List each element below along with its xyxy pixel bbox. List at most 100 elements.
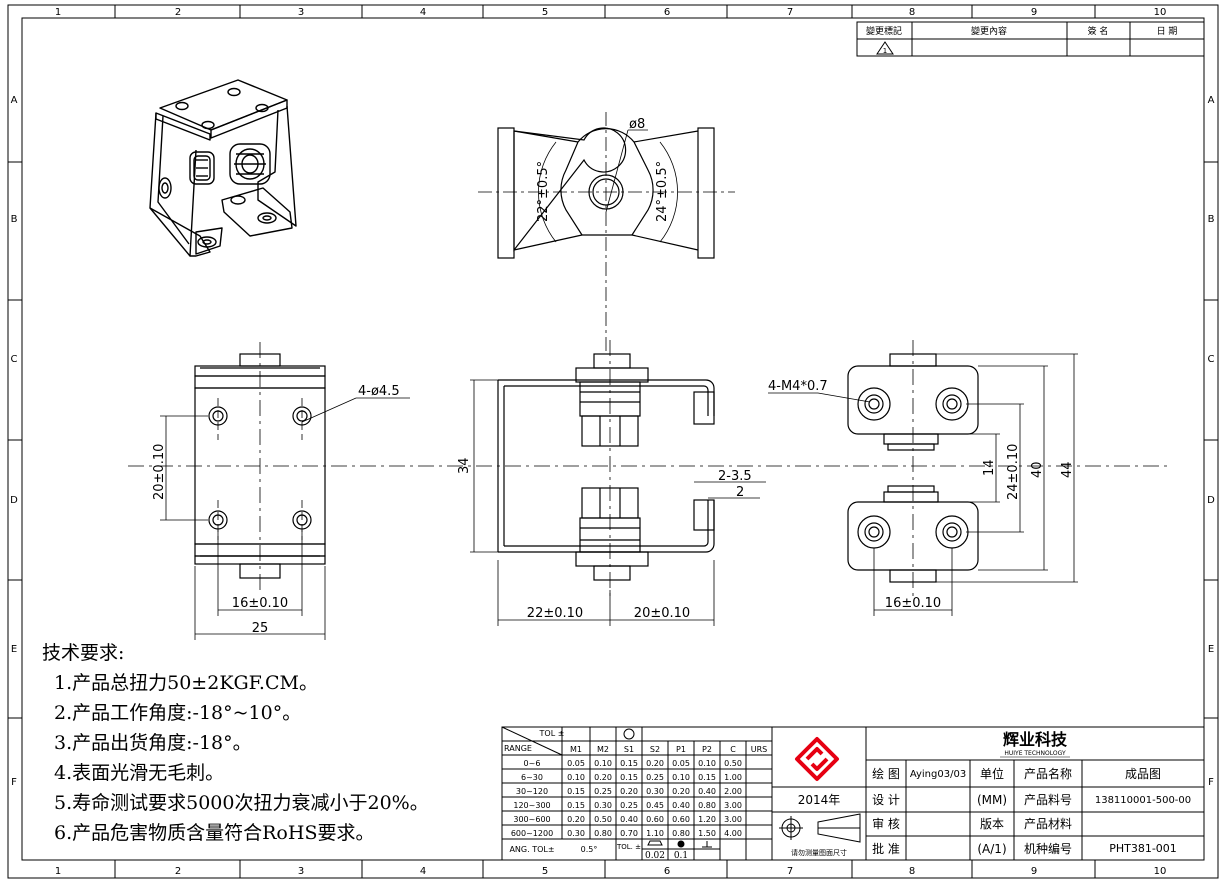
dim-right-24: 24±0.10 — [1006, 444, 1021, 500]
tol-value-cell: 0.20 — [672, 787, 690, 796]
zone-row-c-right: C — [1208, 354, 1215, 365]
title-unit-value: (MM) — [977, 793, 1007, 807]
zone-row-c: C — [11, 354, 18, 365]
tech-note-item: 6.产品危害物质含量符合RoHS要求。 — [54, 822, 375, 844]
zone-col-4-bottom: 4 — [420, 866, 426, 877]
title-model-label: 机种编号 — [1024, 841, 1072, 856]
title-block: 辉业科技 HUIYE TECHNOLOGY 2014年 绘 图 Aying03/… — [771, 726, 1205, 861]
title-drawn-label: 绘 图 — [872, 766, 900, 781]
tol-value-cell: 0.60 — [646, 815, 664, 824]
side-view: 34 2-3.5 2 22±0.10 20±0.10 — [457, 340, 766, 626]
tol-value-cell: 0.30 — [594, 801, 612, 810]
tol-ang-label: ANG. TOL± — [509, 845, 554, 854]
tol-ang-value: 0.5° — [581, 845, 598, 854]
zone-col-7-bottom: 7 — [787, 866, 793, 877]
dim-side-left-w: 22±0.10 — [527, 606, 583, 621]
tol-label: TOL. ± — [616, 843, 641, 851]
tol-value-cell: 0.30 — [567, 829, 585, 838]
tol-value-cell: 0.40 — [620, 815, 638, 824]
dim-right-inner-w: 16±0.10 — [885, 596, 941, 611]
zone-row-a: A — [11, 95, 18, 106]
tol-value-cell: 0.20 — [567, 815, 585, 824]
tol-value-cell: 0.80 — [698, 801, 716, 810]
tol-value-cell: 1.10 — [646, 829, 664, 838]
tol-value-cell: 0.10 — [594, 759, 612, 768]
front-view: 4-ø4.5 20±0.10 16±0.10 25 — [128, 342, 1170, 640]
tol-value-cell: 0.40 — [698, 787, 716, 796]
zone-col-4: 4 — [420, 7, 426, 18]
tol-value-cell: 0.45 — [646, 801, 664, 810]
dim-right-14: 14 — [982, 459, 997, 476]
revision-block: 變更標記 變更內容 簽 名 日 期 1 — [856, 21, 1205, 57]
zone-col-1: 1 — [55, 7, 61, 18]
tol-value-cell: 0.80 — [672, 829, 690, 838]
tol-value-cell: 0.10 — [567, 773, 585, 782]
tol-value-cell: 1.50 — [698, 829, 716, 838]
tol-value-cell: 0.15 — [698, 773, 716, 782]
tol-corner-bottom: RANGE — [504, 744, 532, 753]
tol-value-cell: 0.05 — [672, 759, 690, 768]
tech-note-item: 3.产品出货角度:-18°。 — [54, 732, 252, 754]
dim-front-total-w: 25 — [252, 621, 269, 636]
tol-value-cell: 0.05 — [567, 759, 585, 768]
zone-col-6: 6 — [664, 7, 670, 18]
zone-col-2-bottom: 2 — [175, 866, 181, 877]
title-design-label: 设 计 — [872, 793, 900, 807]
title-name-label: 产品名称 — [1024, 766, 1072, 781]
tol-value-cell: 0.40 — [672, 801, 690, 810]
title-projection-note: 请勿测量图面尺寸 — [791, 848, 847, 857]
tol-range-cell: 30~120 — [516, 787, 548, 796]
zone-col-2: 2 — [175, 7, 181, 18]
tech-note-item: 2.产品工作角度:-18°~10°。 — [54, 702, 302, 724]
zone-col-7: 7 — [787, 7, 793, 18]
top-view: ø8 22°±0.5° 24°±0.5° — [478, 112, 735, 352]
zone-col-6-bottom: 6 — [664, 866, 670, 877]
tol-position: 0.1 — [674, 851, 688, 861]
zone-row-d-right: D — [1207, 495, 1215, 506]
tol-header-c: C — [730, 745, 736, 754]
zone-col-8: 8 — [909, 7, 915, 18]
dim-front-vert: 20±0.10 — [152, 444, 167, 500]
tol-value-cell: 0.25 — [594, 787, 612, 796]
tol-value-cell: 0.25 — [646, 773, 664, 782]
title-year: 2014年 — [798, 793, 841, 807]
rev-col-mark: 變更標記 — [866, 25, 902, 37]
zone-col-3-bottom: 3 — [298, 866, 304, 877]
dim-side-right-w: 20±0.10 — [634, 606, 690, 621]
dim-top-dia: ø8 — [629, 117, 645, 132]
rev-symbol: 1 — [883, 47, 887, 55]
tol-flatness: 0.02 — [645, 851, 665, 861]
tech-note-item: 1.产品总扭力50±2KGF.CM。 — [54, 672, 318, 694]
dim-top-angle-left: 22°±0.5° — [536, 161, 551, 222]
tol-header-m1: M1 — [570, 745, 582, 754]
tol-header-s2: S2 — [650, 745, 660, 754]
tol-range-cell: 0~6 — [524, 759, 541, 768]
tol-value-cell: 3.00 — [724, 815, 742, 824]
zone-row-b: B — [11, 214, 18, 225]
tol-header-m2: M2 — [597, 745, 609, 754]
zone-col-10: 10 — [1154, 7, 1167, 18]
tol-value-cell: 0.20 — [594, 773, 612, 782]
zone-col-9-bottom: 9 — [1031, 866, 1037, 877]
title-name-value: 成品图 — [1125, 767, 1161, 781]
dim-right-44: 44 — [1060, 461, 1075, 478]
title-drawn-value: Aying03/03 — [910, 769, 966, 780]
company-name-cn: 辉业科技 — [1003, 730, 1068, 749]
dim-front-inner-w: 16±0.10 — [232, 596, 288, 611]
title-unit-label: 单位 — [980, 766, 1004, 781]
tol-value-cell: 0.25 — [620, 801, 638, 810]
rev-col-date: 日 期 — [1157, 26, 1178, 37]
zone-row-a-right: A — [1208, 95, 1215, 106]
tol-value-cell: 0.15 — [620, 759, 638, 768]
zone-row-e: E — [11, 644, 17, 655]
title-version-label: 版本 — [980, 817, 1004, 831]
outer-border — [7, 4, 1219, 879]
tol-value-cell: 0.30 — [646, 787, 664, 796]
tol-value-cell: 0.80 — [594, 829, 612, 838]
tol-range-cell: 300~600 — [513, 815, 550, 824]
zone-row-f: F — [11, 777, 17, 788]
tech-note-item: 5.寿命测试要求5000次扭力衰减小于20%。 — [54, 792, 429, 814]
